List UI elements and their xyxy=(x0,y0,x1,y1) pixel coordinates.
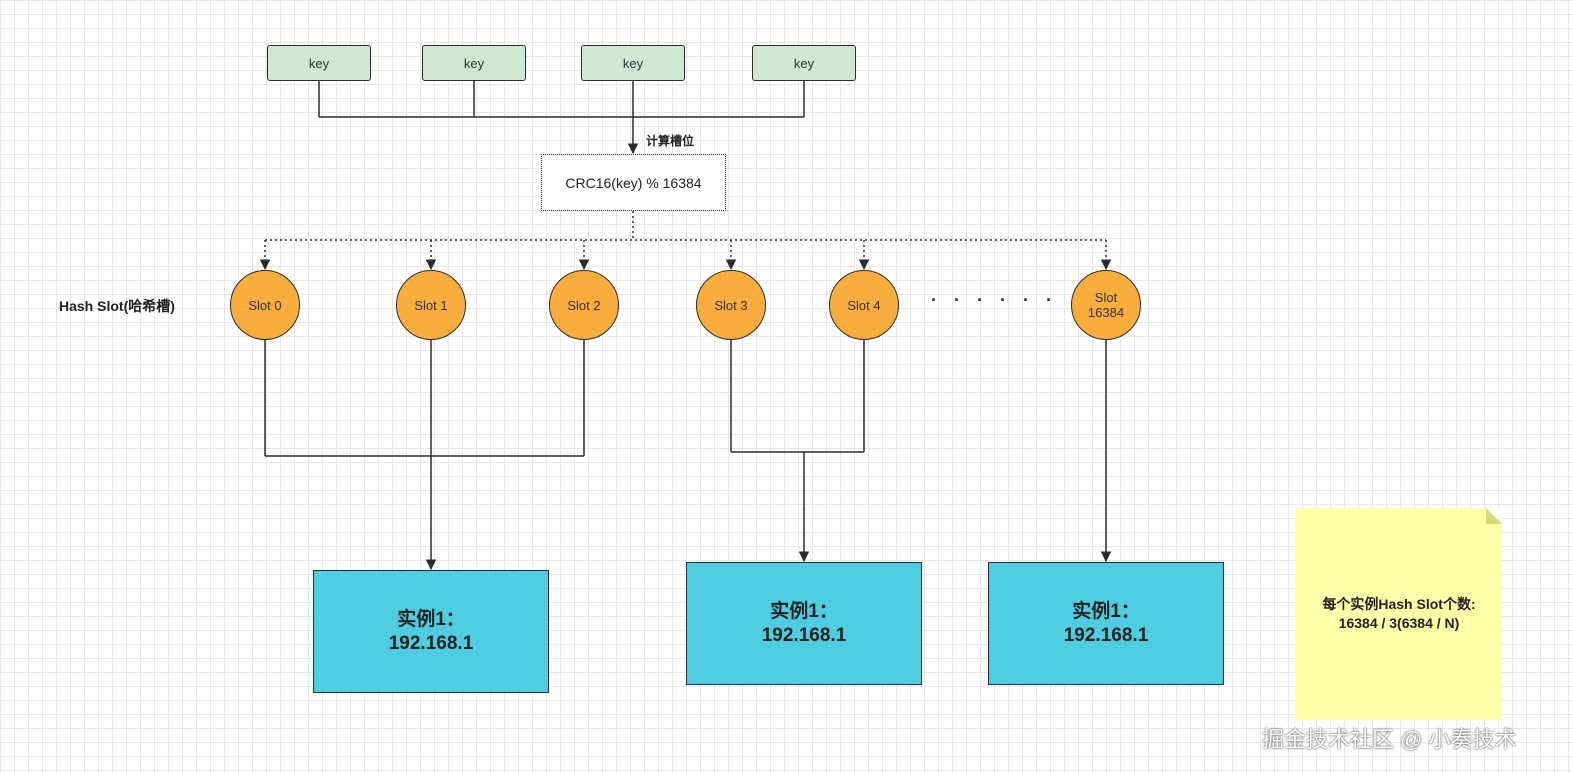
slot-label: Slot 2 xyxy=(567,297,601,313)
watermark: 掘金技术社区 @ 小奏技术 xyxy=(1262,727,1517,752)
slot-circle-16384: Slot 16384 xyxy=(1071,270,1141,340)
note-line-2: 16384 / 3(6384 / N) xyxy=(1338,615,1460,631)
instance-ip: 192.168.1 xyxy=(1063,624,1149,646)
note-fold-corner xyxy=(1486,508,1502,524)
hash-slot-label: Hash Slot(哈希槽) xyxy=(59,298,175,314)
slot-number: 16384 xyxy=(1087,305,1125,320)
instance-title: 实例1： xyxy=(770,600,838,622)
instance-ip: 192.168.1 xyxy=(388,632,474,654)
key-box-4: key xyxy=(752,45,856,81)
instance-title: 实例1： xyxy=(1072,600,1140,622)
slot-circle-4: Slot 4 xyxy=(829,270,899,340)
instance-box-2: 实例1： 192.168.1 xyxy=(686,562,922,685)
slot-label: Slot 1 xyxy=(414,297,448,313)
slot-circle-3: Slot 3 xyxy=(696,270,766,340)
calc-slot-label: 计算槽位 xyxy=(646,134,695,148)
slot-label: Slot xyxy=(1094,290,1118,305)
key-box-1: key xyxy=(267,45,371,81)
slot-circle-1: Slot 1 xyxy=(396,270,466,340)
note-line-1: 每个实例Hash Slot个数: xyxy=(1322,596,1476,612)
sticky-note: 每个实例Hash Slot个数: 16384 / 3(6384 / N) xyxy=(1296,508,1502,720)
slot-label: Slot 0 xyxy=(248,297,282,313)
key-box-2: key xyxy=(422,45,526,81)
slot-label: Slot 4 xyxy=(847,297,881,313)
instance-box-1: 实例1： 192.168.1 xyxy=(313,570,549,693)
crc16-formula-box: CRC16(key) % 16384 xyxy=(541,154,726,211)
instance-ip: 192.168.1 xyxy=(761,624,847,646)
slot-circle-0: Slot 0 xyxy=(230,270,300,340)
slots-ellipsis: · · · · · · xyxy=(931,290,1058,310)
key-box-3: key xyxy=(581,45,685,81)
instance-box-3: 实例1： 192.168.1 xyxy=(988,562,1224,685)
slot-circle-2: Slot 2 xyxy=(549,270,619,340)
instance-title: 实例1： xyxy=(397,608,465,630)
slot-label: Slot 3 xyxy=(714,297,748,313)
